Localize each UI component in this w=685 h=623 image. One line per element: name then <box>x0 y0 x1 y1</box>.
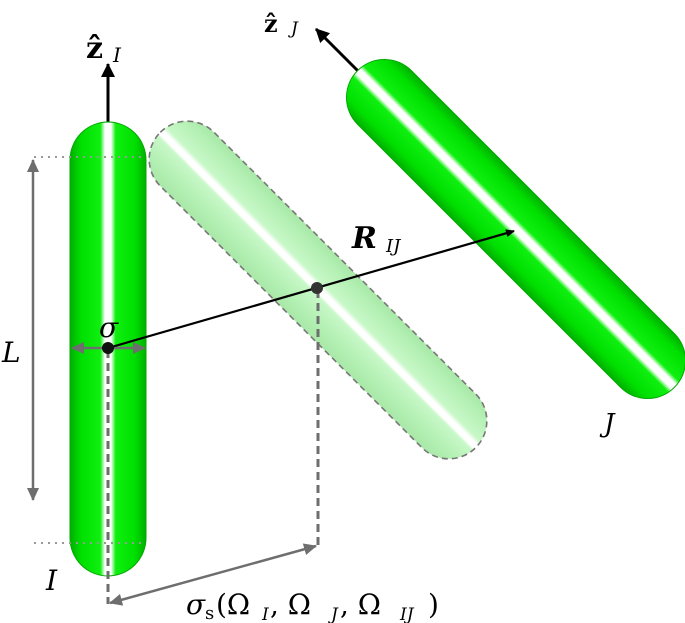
svg-text:σ: σ <box>186 588 206 621</box>
rod-J <box>345 58 685 400</box>
svg-text:): ) <box>428 588 439 621</box>
svg-text:IJ: IJ <box>399 605 415 623</box>
svg-text:J: J <box>328 605 339 623</box>
sigma-s-arrow <box>109 543 317 606</box>
RIJ-label-sub: IJ <box>385 236 402 257</box>
L-measure <box>27 156 146 544</box>
svg-text:I: I <box>261 605 269 623</box>
center-point-ghost <box>311 282 323 294</box>
sigma-s-formula: σ s (Ω I , Ω J , Ω IJ ) <box>186 588 439 623</box>
zI-label: ẑ <box>86 31 103 66</box>
RIJ-vector <box>107 229 515 350</box>
sigma-label: σ <box>99 311 119 344</box>
rod-I-label: I <box>45 564 58 597</box>
rod-J-label: J <box>599 409 616 439</box>
RIJ-label: R <box>351 221 377 256</box>
svg-text:, Ω: , Ω <box>270 588 311 621</box>
zJ-label: ẑ <box>264 9 278 38</box>
svg-text:s: s <box>205 603 214 623</box>
L-label: L <box>1 336 21 369</box>
center-point-I <box>102 342 114 354</box>
svg-text:, Ω: , Ω <box>340 588 381 621</box>
projection-lines <box>106 290 320 604</box>
zJ-label-sub: J <box>288 19 299 39</box>
svg-text:(Ω: (Ω <box>216 588 250 621</box>
zI-label-sub: I <box>112 43 122 67</box>
zJ-axis-arrow <box>314 27 360 73</box>
